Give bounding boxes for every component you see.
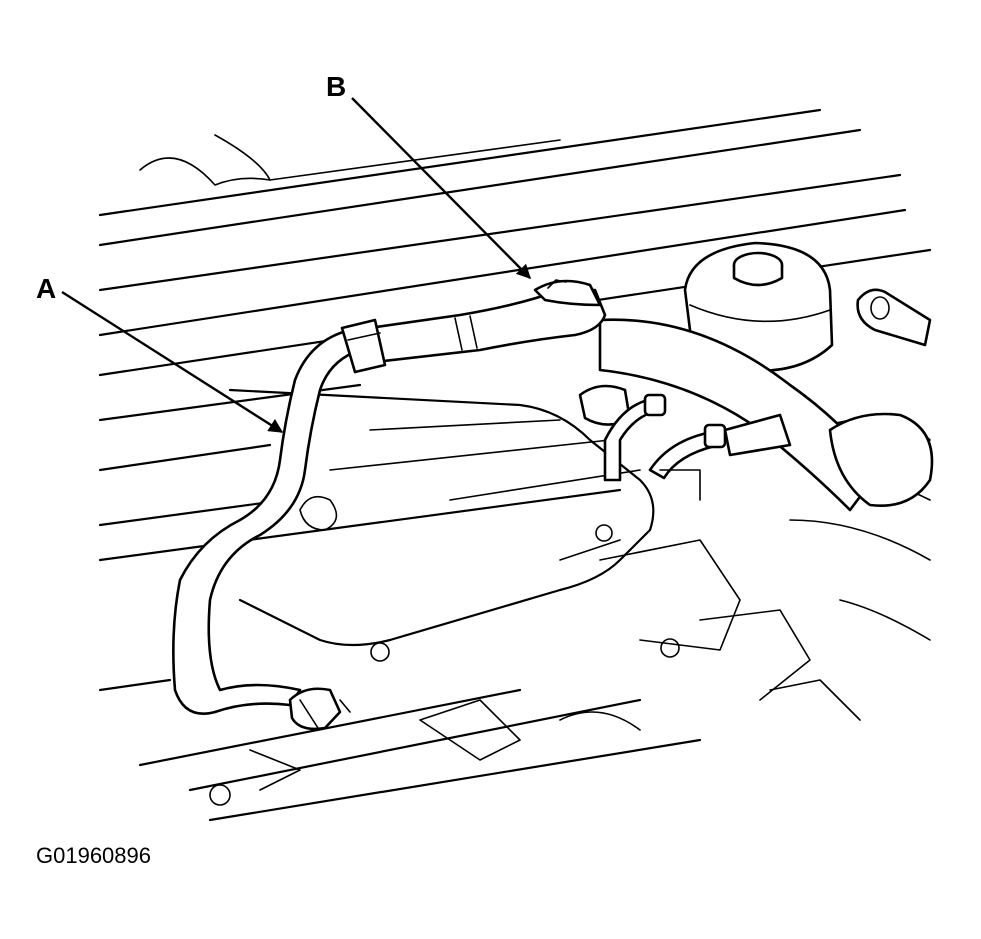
intake-housing: [209, 388, 680, 806]
hose-clamp-b: [533, 279, 602, 307]
callout-b-pointer: [351, 97, 532, 280]
callout-a-label: A: [36, 273, 56, 304]
figure-code: G01960896: [36, 843, 151, 868]
callout-b-label: B: [326, 71, 346, 102]
cross-pipe: [598, 318, 934, 512]
hose-clamp-upper: [340, 318, 387, 374]
hose-b: [353, 288, 607, 364]
hose-clamp-lower: [288, 687, 351, 731]
hose-a: [172, 328, 362, 715]
small-lines: [578, 384, 792, 501]
callout-a-pointer: [61, 290, 284, 434]
